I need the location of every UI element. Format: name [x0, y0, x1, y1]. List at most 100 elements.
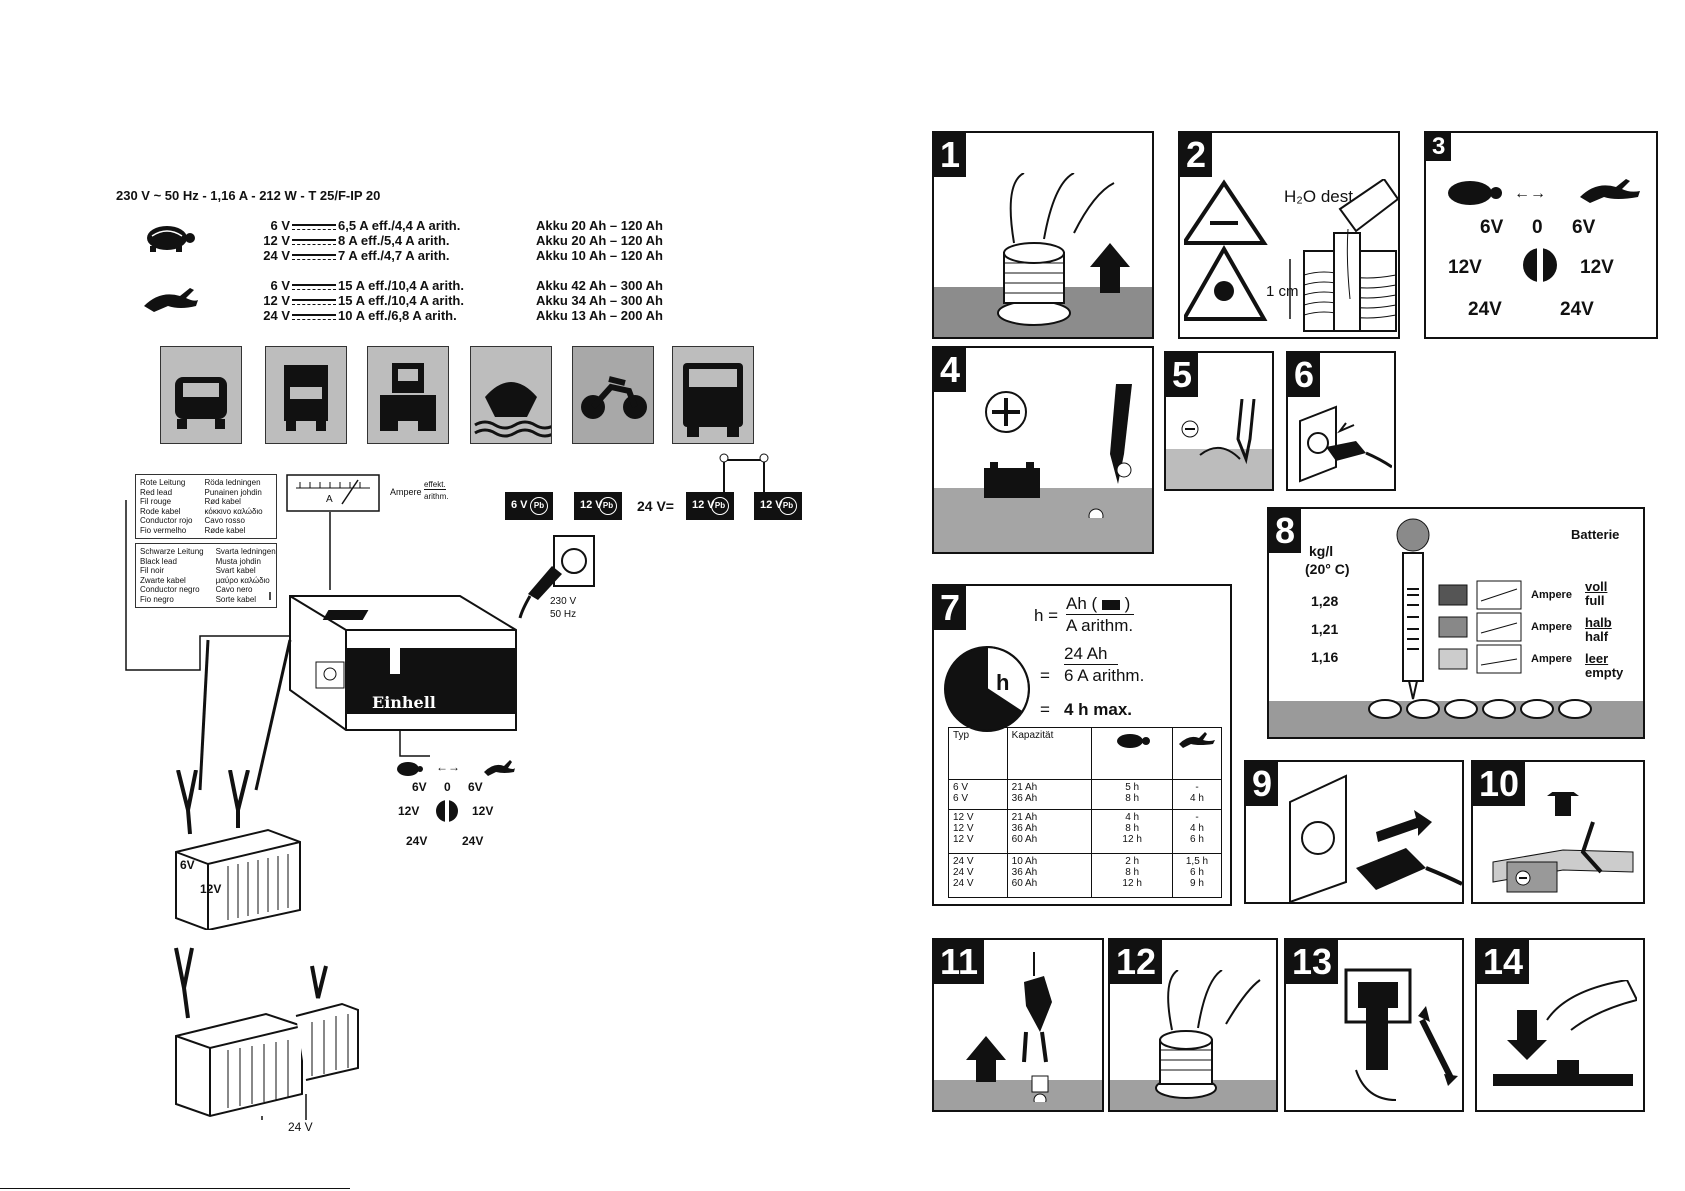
switch-label-12v: 12V — [1448, 257, 1482, 278]
turtle-icon — [1117, 734, 1151, 748]
step-11-panel: 11 — [932, 938, 1104, 1112]
switch-label-6v: 6V — [468, 780, 483, 794]
step-2-panel: 2 H₂O dest. 1 cm — [1178, 131, 1400, 339]
positive-clamp-icon — [984, 384, 1132, 518]
formula-paren: ) — [1124, 594, 1131, 613]
negative-clamp-icon — [1181, 399, 1256, 465]
cell-text: 9 h — [1190, 878, 1204, 889]
turtle-icon — [397, 762, 423, 776]
switch-label-24v: 24V — [462, 834, 484, 848]
page-divider — [0, 1188, 350, 1189]
red-lead-legend: Rote Leitung Red lead Fil rouge Rode kab… — [135, 474, 277, 539]
truck-icon — [265, 346, 347, 444]
legend-text: Sorte kabel — [215, 594, 257, 604]
ammeter-arithm: arithm. — [424, 492, 449, 501]
spec-current: 10 A eff./6,8 A arith. — [338, 308, 457, 323]
hare-icon — [144, 288, 198, 312]
table-header-typ: Typ — [948, 727, 1008, 780]
formula-denominator: A arithm. — [1066, 616, 1134, 635]
arrow-left-right-icon: ←→ — [436, 760, 460, 774]
clock-pie-icon — [944, 645, 1030, 732]
battery-caps-icon — [1368, 699, 1592, 719]
legend-text: Røde kabel — [204, 525, 246, 535]
pb-icon: Pb — [599, 497, 617, 515]
spec-current: 8 A eff./5,4 A arith. — [338, 233, 450, 248]
step-number: 13 — [1286, 940, 1339, 984]
legend-text: Svart kabel — [215, 566, 256, 575]
cell-text: 24 V — [953, 878, 974, 889]
fuse-replace-icon — [1344, 968, 1458, 1101]
cell-text: 12 h — [1122, 878, 1142, 889]
formula-result: 4 h max. — [1064, 700, 1133, 719]
legend-text: Rød kabel — [204, 497, 241, 506]
wall-socket-icon — [518, 535, 595, 619]
switch-label-6v: 6V — [1572, 217, 1596, 238]
pb-icon: Pb — [779, 497, 797, 515]
battery-label: 6 V — [511, 499, 528, 511]
battery-label: 12 V — [692, 499, 715, 511]
legend-text: Cavo rosso — [204, 516, 245, 525]
pb-icon: Pb — [530, 497, 548, 515]
series-connection-icon — [719, 453, 769, 492]
legend-text: Fil rouge — [140, 497, 172, 506]
step-number: 3 — [1426, 133, 1452, 161]
spec-akku: Akku 20 Ah – 120 Ah — [536, 218, 663, 233]
switch-label-6v: 6V — [412, 780, 427, 794]
cell-text: - — [1195, 782, 1199, 793]
h2o-label: H₂O dest. — [1284, 187, 1358, 206]
step-13-panel: 13 — [1284, 938, 1464, 1112]
spec-current: 15 A eff./10,4 A arith. — [338, 278, 464, 293]
formula-equals: = — [1040, 700, 1050, 719]
switch-label-0: 0 — [1532, 217, 1543, 238]
ammeter-effekt: effekt. — [424, 480, 446, 490]
step-number: 4 — [934, 348, 967, 392]
state-de: halb — [1585, 615, 1612, 630]
cell-text: 24 V — [953, 856, 974, 867]
hare-icon — [484, 760, 515, 776]
density-temp: (20° C) — [1305, 561, 1350, 577]
state-de: leer — [1585, 651, 1609, 666]
battery-label: 12 V — [760, 499, 783, 511]
step-number: 11 — [934, 940, 985, 984]
mains-frequency: 50 Hz — [550, 609, 577, 620]
legend-text: Fio vermelho — [140, 525, 187, 535]
step-12-panel: 12 — [1108, 938, 1278, 1112]
switch-knob-icon — [1523, 247, 1557, 283]
cell-text: 6 V — [953, 793, 969, 804]
legend-col: Rote Leitung Red lead Fil rouge Rode kab… — [140, 478, 192, 535]
ammeter-icon — [286, 474, 380, 512]
replace-cap-icon — [1155, 970, 1261, 1099]
remove-positive-clamp-icon — [966, 952, 1052, 1102]
battery-label-6v: 6V — [180, 858, 195, 872]
spec-akku: Akku 42 Ah – 300 Ah — [536, 278, 663, 293]
step-7-panel: 7 h = Ah ( ) A arithm. h = 24 Ah 6 A ari… — [932, 584, 1232, 906]
unplug-icon — [1289, 774, 1462, 902]
cell-text: 21 Ah — [1011, 812, 1038, 823]
battery-title: Batterie — [1571, 527, 1620, 542]
density-value: 1,28 — [1311, 593, 1339, 609]
step-8-panel: 8 kg/l (20° C) Batterie 1,28 1,21 1,16 — [1267, 507, 1645, 739]
step-number: 7 — [934, 586, 967, 630]
cell-text: 4 h — [1190, 793, 1204, 804]
formula-numerator: Ah ( ) — [1066, 594, 1135, 615]
cell-text: 5 h — [1125, 782, 1140, 793]
wiring-lines — [125, 500, 430, 791]
switch-label-12v: 12V — [472, 804, 494, 818]
step-number: 9 — [1246, 762, 1279, 806]
legend-text: Conductor negro — [140, 585, 200, 594]
switch-label-24v: 24V — [1560, 299, 1594, 320]
boat-icon — [470, 346, 556, 444]
